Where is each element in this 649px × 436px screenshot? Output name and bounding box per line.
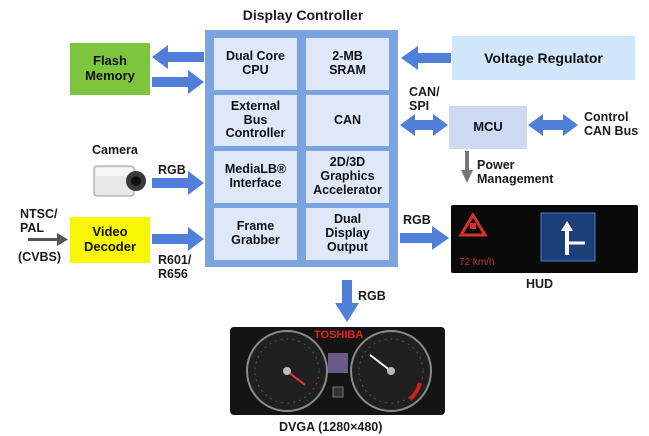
sram-cell: 2-MB SRAM [306, 38, 389, 90]
r601-label: R601/ R656 [158, 253, 192, 282]
arrow-flash-to-controller [152, 70, 204, 94]
hud-display: 72 km/h [451, 205, 638, 273]
flash-memory-block: Flash Memory [70, 43, 150, 95]
hud-graphics [458, 212, 596, 262]
power-management-label: Power Management [477, 158, 554, 187]
arrow-voltage-to-controller [401, 46, 451, 70]
voltage-regulator-block: Voltage Regulator [452, 36, 635, 80]
mcu-block: MCU [449, 106, 527, 149]
ntsc-pal-label: NTSC/ PAL [20, 207, 58, 236]
rgb-camera-label: RGB [158, 163, 186, 177]
arrow-decoder-to-controller [152, 227, 204, 251]
ext-bus-cell: External Bus Controller [214, 95, 297, 146]
cvbs-label: (CVBS) [18, 250, 62, 264]
arrow-controller-to-dvga [335, 280, 359, 322]
arrow-power-management [461, 151, 473, 183]
display-controller-title: Display Controller [242, 7, 364, 23]
camera-icon [93, 165, 146, 197]
arrow-controller-to-flash [152, 45, 204, 69]
dvga-gauges [246, 330, 432, 412]
frame-grabber-cell: Frame Grabber [214, 208, 297, 260]
graphics-cell: 2D/3D Graphics Accelerator [306, 151, 389, 203]
hud-speed-readout: 72 km/h [459, 257, 495, 268]
dual-display-cell: Dual Display Output [306, 208, 389, 260]
arrow-controller-mcu [400, 114, 448, 136]
can-spi-label: CAN/ SPI [409, 85, 440, 114]
cpu-cell: Dual Core CPU [214, 38, 297, 90]
medialb-cell: MediaLB® Interface [214, 151, 297, 203]
arrow-ntsc-input [28, 233, 68, 246]
can-cell: CAN [306, 95, 389, 146]
dvga-brand-text: TOSHIBA [314, 329, 364, 341]
dvga-cluster-display: TOSHIBA [230, 327, 445, 415]
display-controller-block: Dual Core CPU 2-MB SRAM External Bus Con… [205, 30, 398, 267]
control-can-bus-label: Control CAN Bus [584, 110, 639, 139]
arrow-mcu-can-bus [528, 114, 578, 136]
rgb-hud-label: RGB [403, 213, 431, 227]
video-decoder-block: Video Decoder [70, 217, 150, 263]
dvga-label: DVGA (1280×480) [279, 420, 383, 434]
hud-label: HUD [526, 277, 554, 291]
camera-label: Camera [92, 143, 138, 157]
arrow-controller-to-hud [400, 226, 449, 250]
rgb-dvga-label: RGB [358, 289, 386, 303]
arrow-camera-to-controller [152, 171, 204, 195]
